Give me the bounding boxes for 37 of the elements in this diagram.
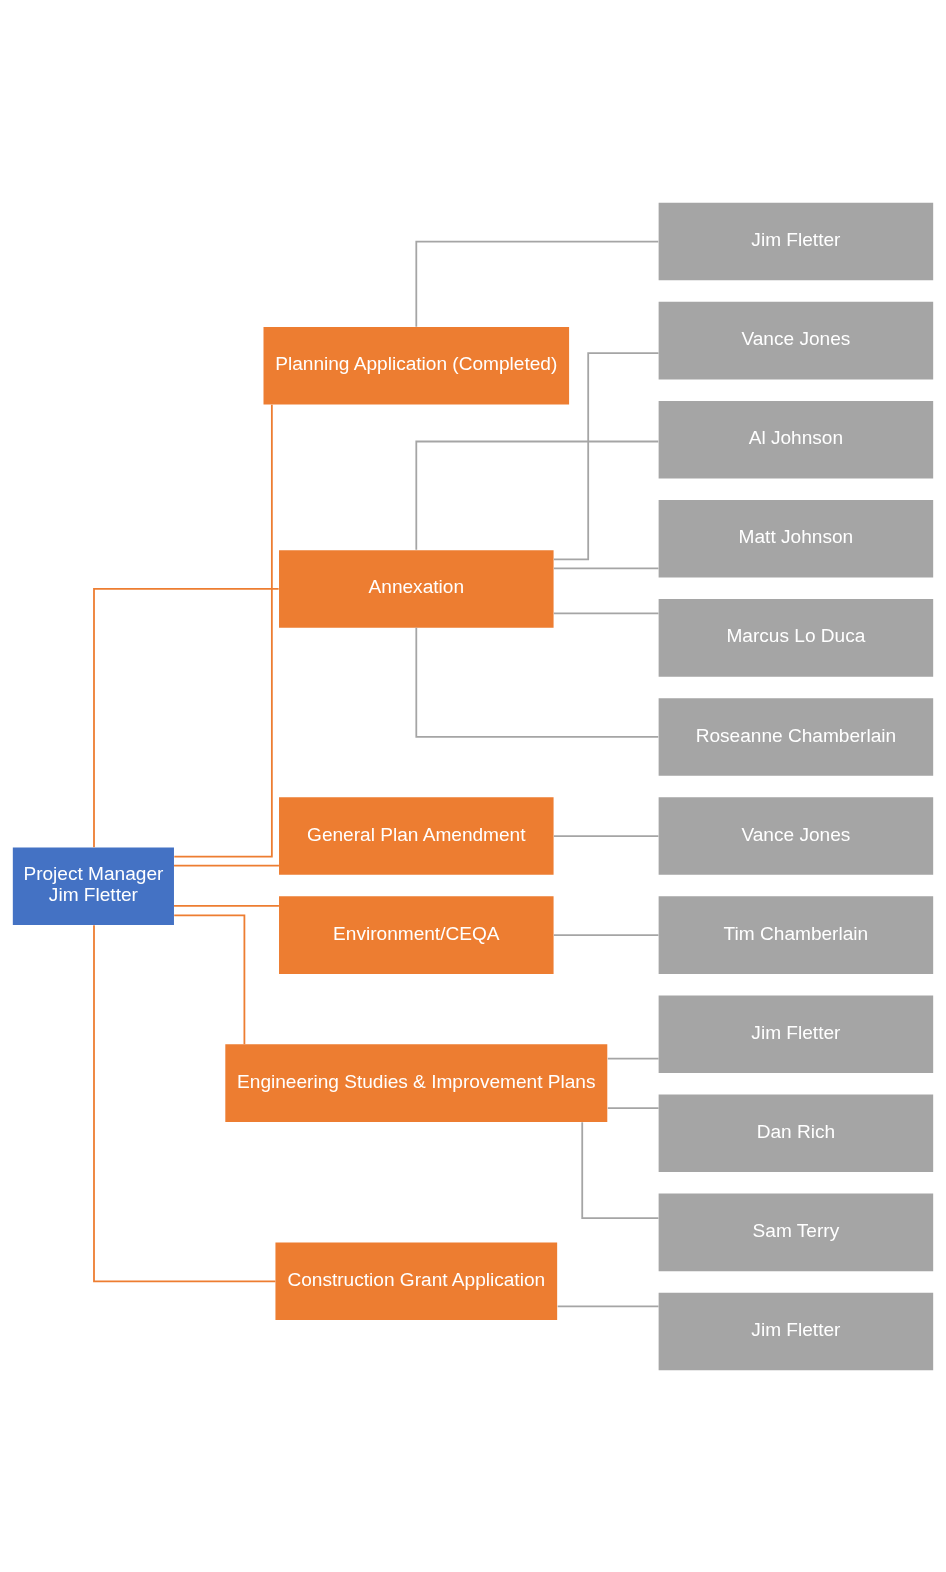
node-box: Sam Terry	[658, 1193, 934, 1271]
connector	[552, 567, 660, 569]
node-box: General Plan Amendment	[279, 796, 554, 875]
connector	[173, 904, 280, 907]
connector	[93, 923, 277, 1282]
node-box: Jim Fletter	[658, 994, 934, 1073]
connector	[415, 440, 660, 551]
connector	[173, 864, 280, 867]
node-box: Marcus Lo Duca	[658, 598, 934, 677]
node-box: Al Johnson	[658, 400, 934, 478]
connector	[606, 1106, 660, 1109]
node-box: Construction Grant Application	[275, 1242, 558, 1320]
connector	[552, 933, 660, 936]
connector	[93, 587, 280, 848]
connector	[552, 351, 660, 560]
node-box: Jim Fletter	[658, 1292, 934, 1370]
node-box: Vance Jones	[658, 301, 934, 379]
connector	[173, 403, 273, 857]
node-box: Annexation	[279, 549, 554, 628]
node-box: Dan Rich	[658, 1094, 934, 1172]
connector	[415, 240, 660, 328]
connector	[552, 834, 660, 837]
node-box: Matt Johnson	[658, 499, 934, 578]
connector	[606, 1057, 660, 1060]
node-box: Vance Jones	[658, 796, 934, 875]
node-box: Project Manager Jim Fletter	[12, 846, 174, 925]
node-box: Engineering Studies & Improvement Plans	[225, 1043, 608, 1122]
node-box: Tim Chamberlain	[658, 895, 934, 974]
node-box: Jim Fletter	[658, 202, 934, 280]
node-box: Roseanne Chamberlain	[658, 697, 934, 776]
connector	[552, 612, 660, 614]
connector	[415, 626, 660, 738]
connector	[173, 914, 246, 1045]
node-box: Environment/CEQA	[279, 895, 554, 974]
node-box: Planning Application (Completed)	[263, 326, 570, 404]
connector	[556, 1304, 660, 1307]
connector	[581, 1120, 660, 1219]
